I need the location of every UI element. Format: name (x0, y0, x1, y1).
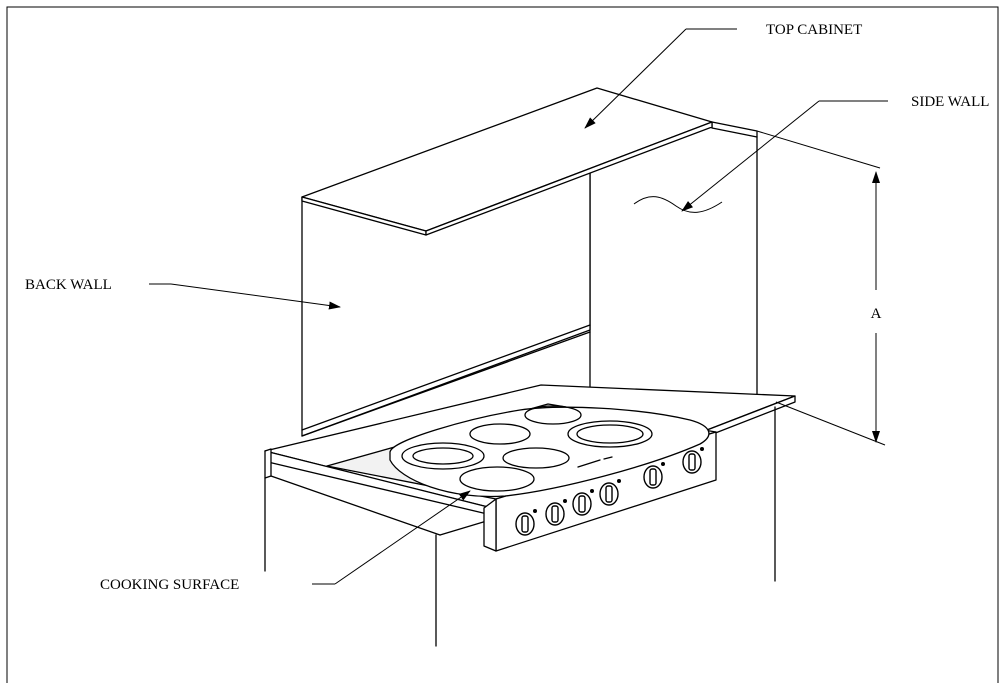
burner-front-left (459, 466, 535, 492)
label-back-wall: BACK WALL (25, 277, 112, 293)
label-cooking-surface: COOKING SURFACE (100, 577, 239, 593)
label-top-cabinet: TOP CABINET (766, 22, 862, 38)
knob-1 (515, 509, 537, 536)
top-cabinet (301, 87, 713, 236)
dimension-a-label: A (871, 306, 882, 322)
knob-2 (545, 499, 567, 526)
cooktop (326, 403, 717, 552)
control-knobs (515, 447, 704, 536)
burner-right-large (567, 420, 653, 448)
knob-5 (643, 462, 665, 489)
drawing-frame (6, 6, 999, 688)
dimension-a: A (756, 130, 886, 446)
knob-4 (599, 479, 621, 506)
knob-3 (572, 489, 594, 516)
burner-back-center (524, 405, 582, 425)
burner-left-large (401, 442, 485, 470)
callout-side-wall: SIDE WALL (681, 94, 989, 212)
side-wall-panel (589, 121, 758, 433)
callout-back-wall: BACK WALL (25, 277, 341, 310)
knob-6 (682, 447, 704, 474)
callout-cooking-surface: COOKING SURFACE (100, 490, 471, 593)
label-side-wall: SIDE WALL (911, 94, 989, 110)
burner-center (502, 447, 570, 469)
callout-top-cabinet: TOP CABINET (584, 22, 862, 129)
burner-middle-left (469, 423, 531, 445)
